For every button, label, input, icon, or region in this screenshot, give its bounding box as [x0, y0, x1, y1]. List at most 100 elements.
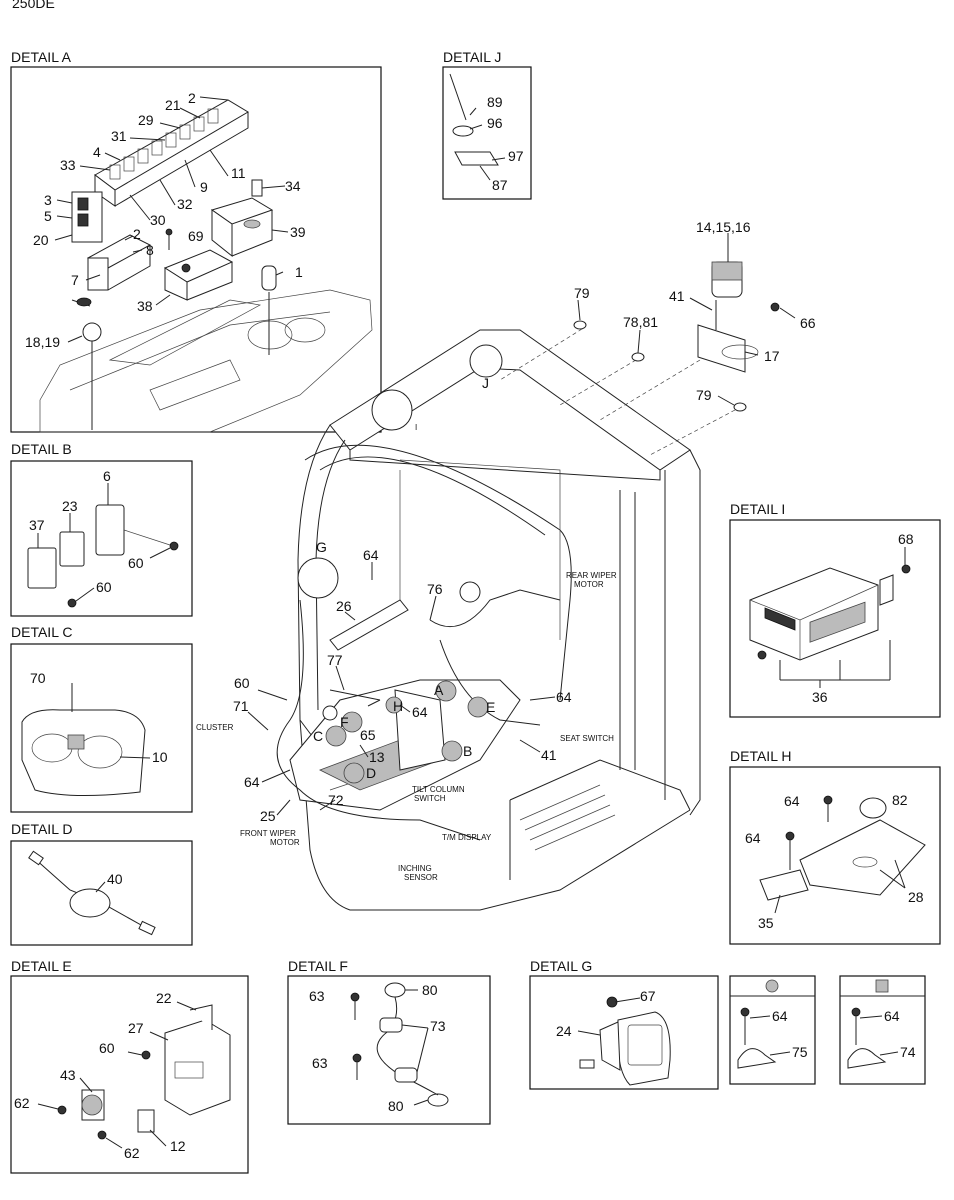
label-h-28: 28	[908, 889, 924, 905]
detail-i-title: DETAIL I	[730, 501, 785, 517]
callout-front-wiper-2: MOTOR	[270, 838, 300, 847]
label-a-69: 69	[188, 228, 204, 244]
label-a-31: 31	[111, 128, 127, 144]
marker-b: B	[463, 743, 472, 759]
label-79a: 79	[574, 285, 590, 301]
label-a-33: 33	[60, 157, 76, 173]
label-i-36: 36	[812, 689, 828, 705]
detail-i-frame	[729, 519, 941, 718]
detail-a: DETAIL A	[10, 49, 382, 433]
detail-d-frame	[10, 840, 193, 946]
detail-b-title: DETAIL B	[11, 441, 72, 457]
label-a-2a: 2	[188, 90, 196, 106]
detail-b-frame	[10, 460, 193, 617]
detail-b: DETAIL B 6 23 37 60 60	[10, 441, 193, 617]
label-a-7: 7	[71, 272, 79, 288]
detail-g-frame	[529, 975, 719, 1090]
label-a-4: 4	[93, 144, 101, 160]
detail-h: DETAIL H 64 82 64 28 35	[729, 748, 941, 945]
detail-j: DETAIL J 89 96 97 87	[442, 49, 532, 200]
label-e-62b: 62	[124, 1145, 140, 1161]
label-legend-s-74: 74	[900, 1044, 916, 1060]
label-b-6: 6	[103, 468, 111, 484]
label-13: 13	[369, 749, 385, 765]
detail-f-title: DETAIL F	[288, 958, 348, 974]
legend-circle-icon	[765, 979, 779, 993]
label-e-62a: 62	[14, 1095, 30, 1111]
callout-front-wiper-1: FRONT WIPER	[240, 829, 296, 838]
marker-h: H	[393, 698, 403, 714]
label-f-73: 73	[430, 1018, 446, 1034]
marker-d: D	[366, 765, 376, 781]
marker-f: F	[340, 714, 349, 730]
label-f-63a: 63	[309, 988, 325, 1004]
label-b-60b: 60	[96, 579, 112, 595]
page-header: 250DE	[12, 0, 55, 11]
label-g-24: 24	[556, 1023, 572, 1039]
legend-square-icon	[875, 979, 889, 993]
detail-h-title: DETAIL H	[730, 748, 791, 764]
label-a-5: 5	[44, 208, 52, 224]
label-j-89: 89	[487, 94, 503, 110]
label-60: 60	[234, 675, 250, 691]
detail-f-frame	[287, 975, 491, 1125]
label-a-34: 34	[285, 178, 301, 194]
detail-g-title: DETAIL G	[530, 958, 592, 974]
label-a-32: 32	[177, 196, 193, 212]
label-79b: 79	[696, 387, 712, 403]
label-71: 71	[233, 698, 249, 714]
label-d-40: 40	[107, 871, 123, 887]
label-a-39: 39	[290, 224, 306, 240]
label-72: 72	[328, 792, 344, 808]
marker-g: G	[316, 539, 327, 555]
legend-circle-box: 64 75	[729, 975, 816, 1085]
detail-d: DETAIL D 40	[10, 821, 193, 946]
detail-h-frame	[729, 766, 941, 945]
detail-i: DETAIL I 68 36	[729, 501, 941, 718]
label-g-67: 67	[640, 988, 656, 1004]
label-66: 66	[800, 315, 816, 331]
label-a-29: 29	[138, 112, 154, 128]
label-77: 77	[327, 652, 343, 668]
detail-e-title: DETAIL E	[11, 958, 72, 974]
label-64a: 64	[363, 547, 379, 563]
label-a-9: 9	[200, 179, 208, 195]
label-76: 76	[427, 581, 443, 597]
label-i-68: 68	[898, 531, 914, 547]
legend-square-box: 64 74	[839, 975, 926, 1085]
label-b-23: 23	[62, 498, 78, 514]
label-e-43: 43	[60, 1067, 76, 1083]
label-f-80b: 80	[388, 1098, 404, 1114]
callout-tilt-2: SWITCH	[414, 794, 446, 803]
label-j-87: 87	[492, 177, 508, 193]
callout-tilt-1: TILT COLUMN	[412, 785, 465, 794]
label-a-38: 38	[137, 298, 153, 314]
marker-e: E	[486, 699, 495, 715]
label-legend-c-75: 75	[792, 1044, 808, 1060]
label-j-97: 97	[508, 148, 524, 164]
label-e-27: 27	[128, 1020, 144, 1036]
marker-j: J	[482, 375, 489, 391]
label-a-30: 30	[150, 212, 166, 228]
marker-c: C	[313, 728, 323, 744]
label-b-60a: 60	[128, 555, 144, 571]
label-65: 65	[360, 727, 376, 743]
detail-j-frame	[442, 66, 532, 200]
detail-a-title: DETAIL A	[11, 49, 72, 65]
label-f-80a: 80	[422, 982, 438, 998]
label-c-70: 70	[30, 670, 46, 686]
label-64c: 64	[556, 689, 572, 705]
detail-c: DETAIL C 70 10	[10, 624, 193, 813]
label-h-64a: 64	[784, 793, 800, 809]
label-a-3: 3	[44, 192, 52, 208]
label-a-8: 8	[146, 242, 154, 258]
label-e-22: 22	[156, 990, 172, 1006]
label-14-15-16: 14,15,16	[696, 219, 751, 235]
detail-c-frame	[10, 643, 193, 813]
label-b-37: 37	[29, 517, 45, 533]
detail-d-title: DETAIL D	[11, 821, 72, 837]
detail-c-title: DETAIL C	[11, 624, 72, 640]
label-78-81: 78,81	[623, 314, 658, 330]
marker-i: I	[415, 423, 417, 432]
